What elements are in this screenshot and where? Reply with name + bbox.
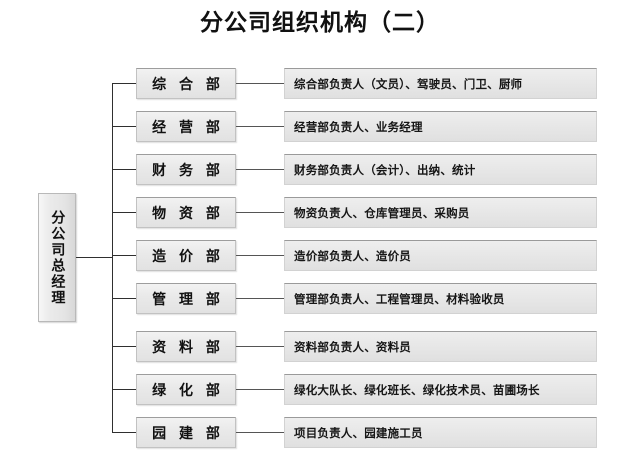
desc-label-1: 综合部负责人（文员）、驾驶员、门卫、厨师 [294, 76, 523, 91]
dept-box-5[interactable]: 造 价 部 [136, 240, 236, 271]
connector-trunk-to-dept-9 [112, 432, 137, 433]
dept-box-1[interactable]: 综 合 部 [136, 68, 236, 99]
dept-label-9: 园 建 部 [152, 425, 224, 442]
desc-label-8: 绿化大队长、绿化班长、绿化技术员、苗圃场长 [294, 382, 540, 397]
desc-box-7[interactable]: 资料部负责人、资料员 [284, 331, 597, 362]
desc-box-2[interactable]: 经营部负责人、业务经理 [284, 111, 597, 142]
connector-trunk-to-dept-6 [112, 298, 137, 299]
connector-dept-7-to-desc-7 [236, 346, 285, 347]
connector-dept-8-to-desc-8 [236, 389, 285, 390]
dept-box-3[interactable]: 财 务 部 [136, 154, 236, 185]
connector-trunk-to-dept-8 [112, 389, 137, 390]
connector-dept-4-to-desc-4 [236, 212, 285, 213]
dept-label-6: 管 理 部 [152, 291, 224, 308]
connector-dept-5-to-desc-5 [236, 255, 285, 256]
desc-box-6[interactable]: 管理部负责人、工程管理员、材料验收员 [284, 283, 597, 314]
dept-label-4: 物 资 部 [152, 205, 224, 222]
desc-label-2: 经营部负责人、业务经理 [294, 119, 423, 134]
root-node-label: 分公司总经理 [49, 209, 66, 306]
desc-label-9: 项目负责人、园建施工员 [294, 425, 423, 440]
dept-label-2: 经 营 部 [152, 119, 224, 136]
connector-root-to-trunk [76, 257, 113, 258]
connector-trunk [112, 83, 113, 433]
dept-box-7[interactable]: 资 料 部 [136, 331, 236, 362]
desc-box-4[interactable]: 物资负责人、仓库管理员、采购员 [284, 197, 597, 228]
dept-label-5: 造 价 部 [152, 248, 224, 265]
connector-trunk-to-dept-3 [112, 169, 137, 170]
desc-label-5: 造价部负责人、造价员 [294, 248, 411, 263]
root-node-general-manager[interactable]: 分公司总经理 [38, 193, 76, 322]
dept-box-8[interactable]: 绿 化 部 [136, 374, 236, 405]
connector-dept-1-to-desc-1 [236, 83, 285, 84]
dept-label-7: 资 料 部 [152, 339, 224, 356]
desc-box-3[interactable]: 财务部负责人（会计）、出纳、统计 [284, 154, 597, 185]
connector-dept-2-to-desc-2 [236, 126, 285, 127]
connector-trunk-to-dept-4 [112, 212, 137, 213]
connector-dept-6-to-desc-6 [236, 298, 285, 299]
desc-box-9[interactable]: 项目负责人、园建施工员 [284, 417, 597, 448]
connector-trunk-to-dept-7 [112, 346, 137, 347]
connector-trunk-to-dept-2 [112, 126, 137, 127]
desc-box-5[interactable]: 造价部负责人、造价员 [284, 240, 597, 271]
connector-trunk-to-dept-5 [112, 255, 137, 256]
desc-label-4: 物资负责人、仓库管理员、采购员 [294, 205, 470, 220]
dept-box-6[interactable]: 管 理 部 [136, 283, 236, 314]
connector-dept-3-to-desc-3 [236, 169, 285, 170]
desc-label-7: 资料部负责人、资料员 [294, 339, 411, 354]
dept-label-8: 绿 化 部 [152, 382, 224, 399]
desc-label-6: 管理部负责人、工程管理员、材料验收员 [294, 291, 505, 306]
page-title: 分公司组织机构（二） [200, 10, 440, 36]
dept-label-3: 财 务 部 [152, 162, 224, 179]
connector-trunk-to-dept-1 [112, 83, 137, 84]
dept-label-1: 综 合 部 [152, 76, 224, 93]
dept-box-9[interactable]: 园 建 部 [136, 417, 236, 448]
dept-box-4[interactable]: 物 资 部 [136, 197, 236, 228]
connector-dept-9-to-desc-9 [236, 432, 285, 433]
desc-box-8[interactable]: 绿化大队长、绿化班长、绿化技术员、苗圃场长 [284, 374, 597, 405]
dept-box-2[interactable]: 经 营 部 [136, 111, 236, 142]
desc-label-3: 财务部负责人（会计）、出纳、统计 [294, 162, 476, 177]
desc-box-1[interactable]: 综合部负责人（文员）、驾驶员、门卫、厨师 [284, 68, 597, 99]
